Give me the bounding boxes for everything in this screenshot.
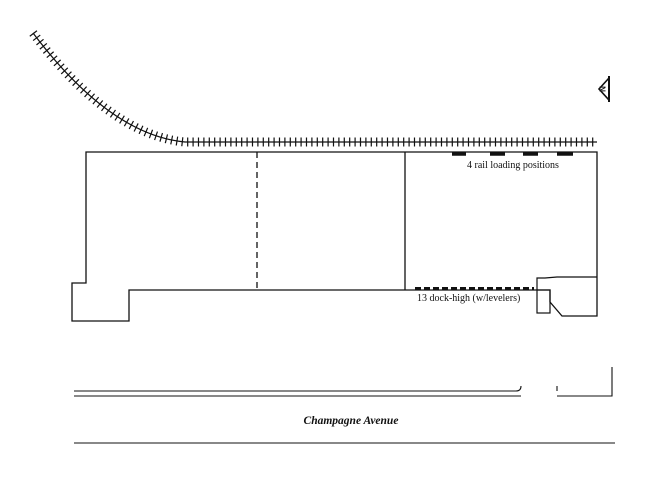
dock-high-label: 13 dock-high (w/levelers) [417, 293, 520, 304]
street-name: Champagne Avenue [304, 415, 399, 427]
rail-positions-label: 4 rail loading positions [467, 160, 559, 171]
railroad-track [29, 30, 597, 147]
road [74, 367, 615, 444]
office-annex [536, 276, 597, 290]
annex-entry [536, 289, 551, 314]
north-arrow-icon: N [597, 75, 610, 103]
north-label: N [599, 86, 608, 92]
building-outline [71, 151, 598, 322]
